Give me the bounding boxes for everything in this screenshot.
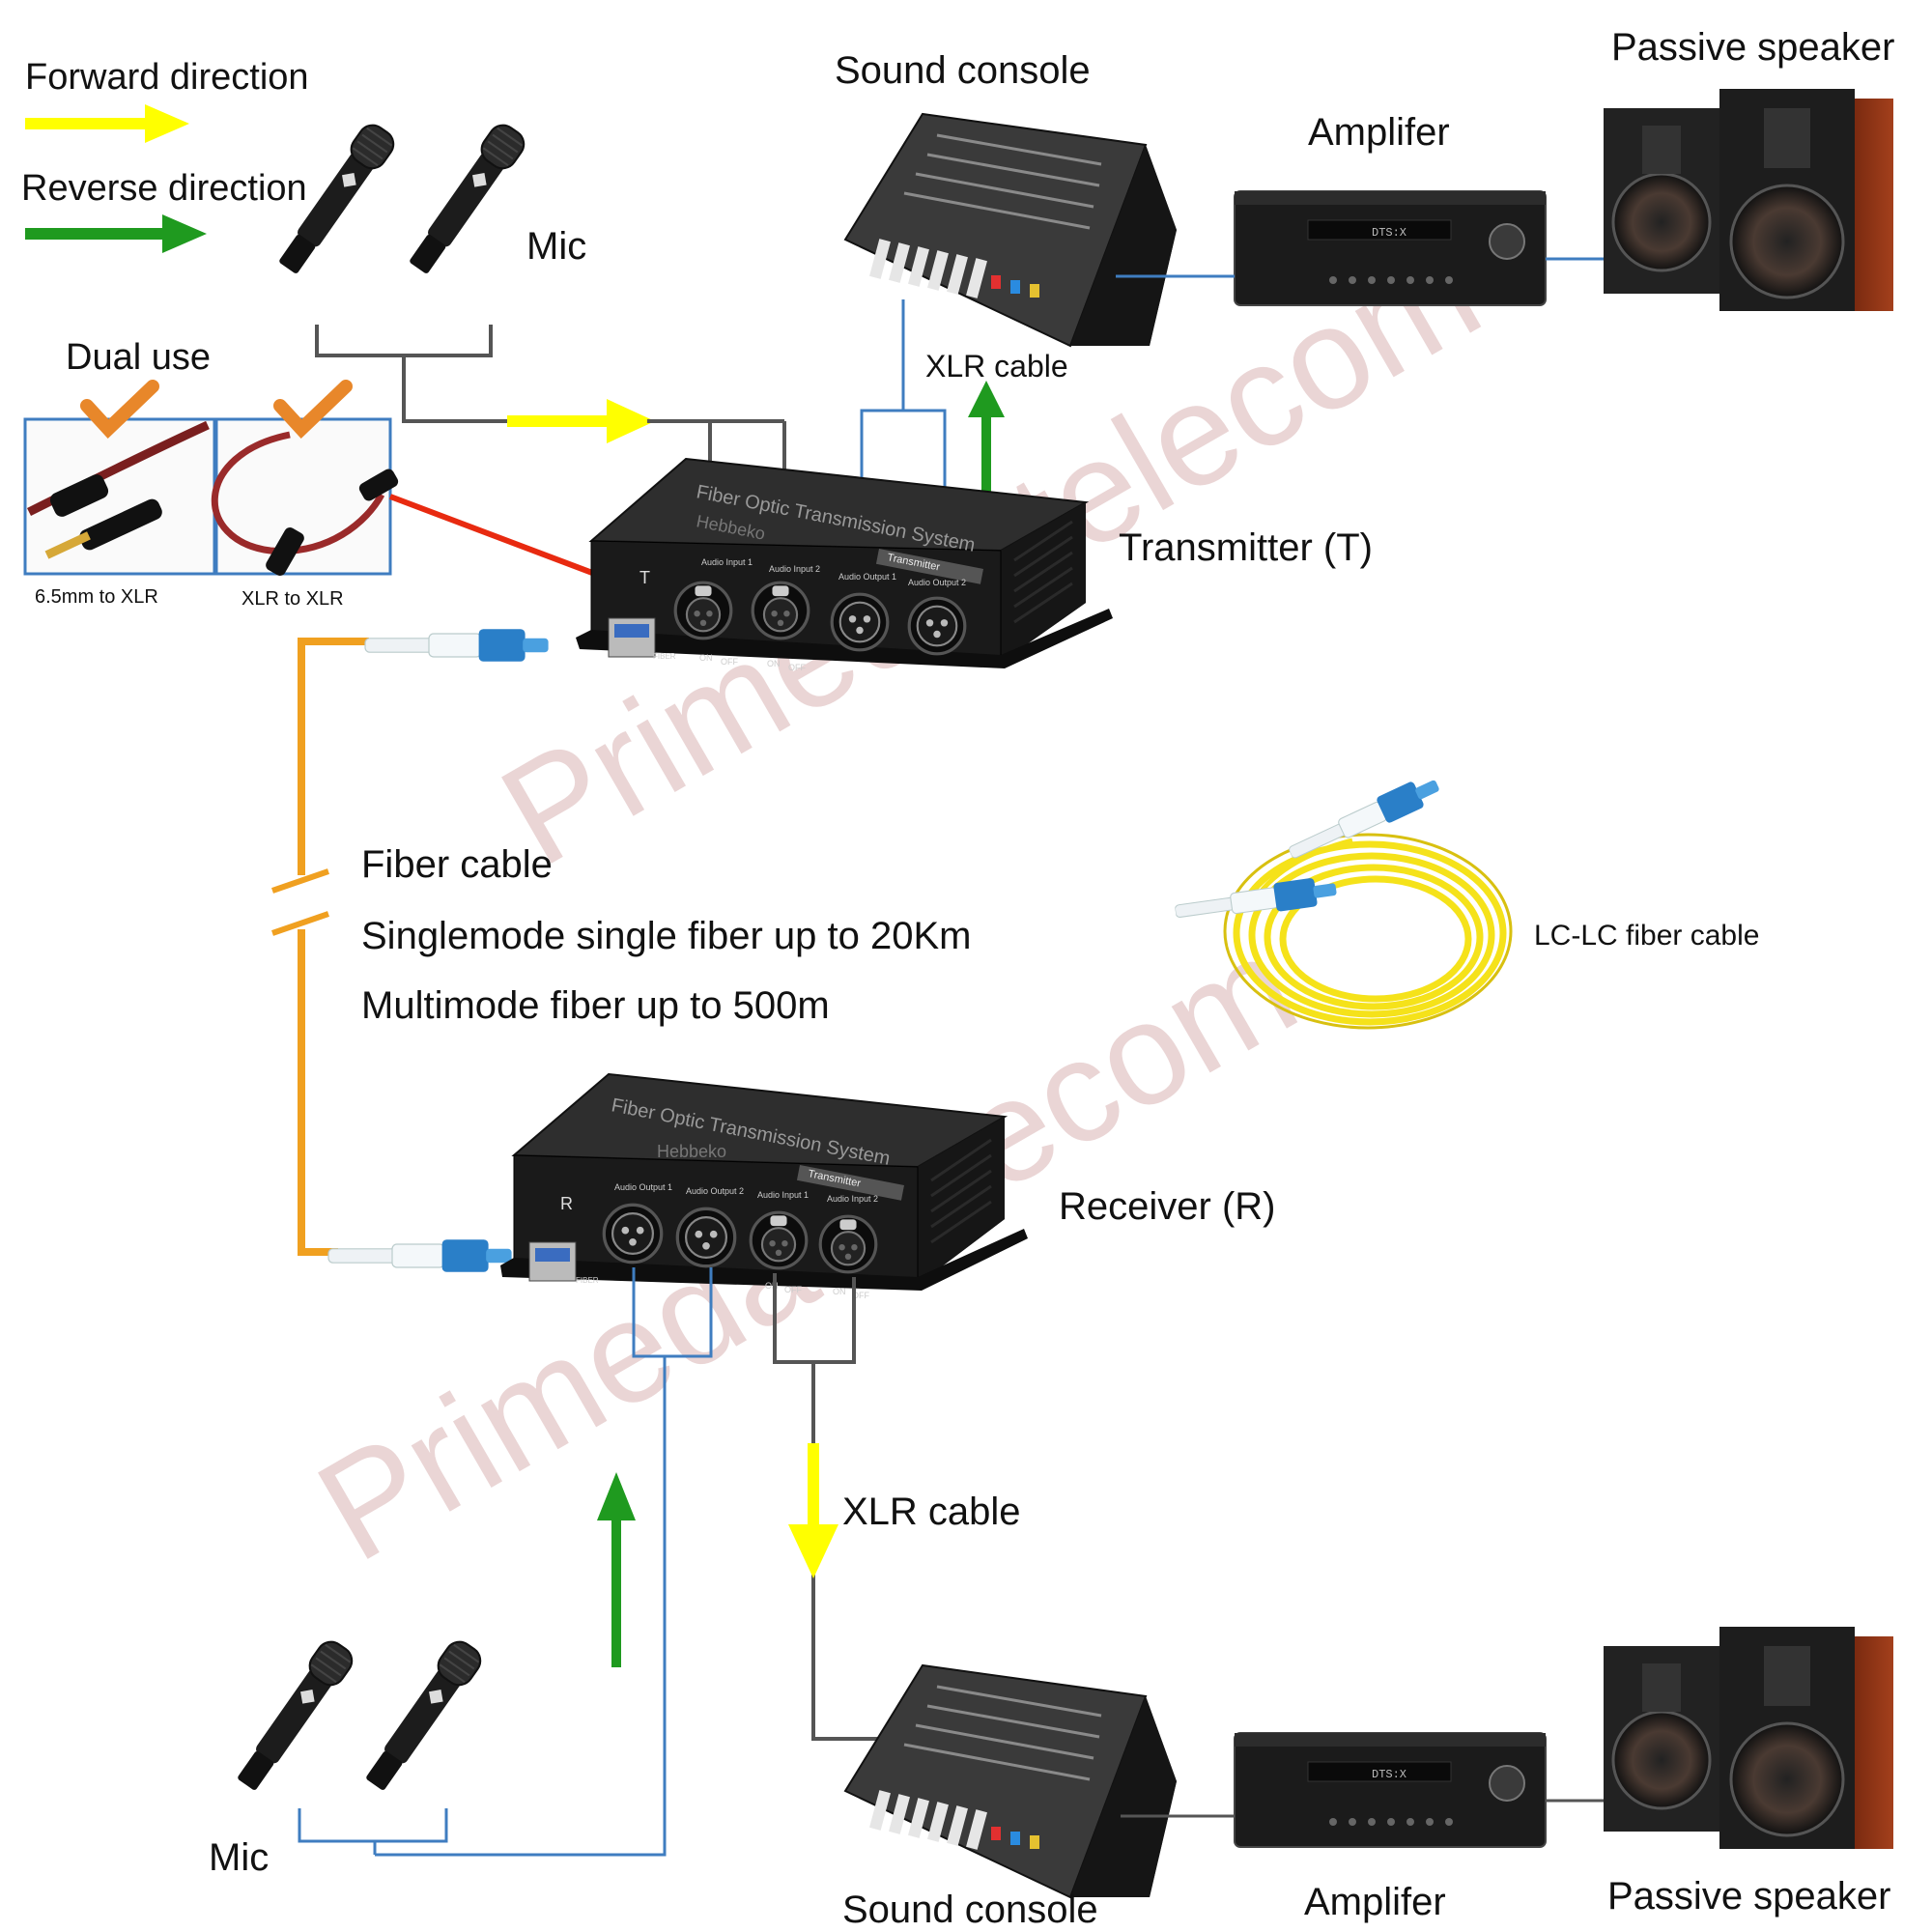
top-mic-label: Mic [526, 225, 586, 268]
svg-text:ON: ON [833, 1287, 846, 1296]
bottom-mics [229, 1634, 488, 1797]
watermark: Primeda-telecom Primeda-telecom [292, 208, 1505, 1591]
reverse-arrow-icon [25, 214, 207, 253]
top-mics: Mic [270, 118, 586, 280]
svg-text:Audio Output 1: Audio Output 1 [614, 1182, 672, 1192]
forward-arrow-icon [25, 104, 189, 143]
bottom-xlr-cable-label: XLR cable [842, 1491, 1021, 1533]
svg-text:FIBER: FIBER [653, 652, 676, 661]
receiver-mic-cables [375, 1267, 713, 1857]
transmitter-label: Transmitter (T) [1119, 526, 1373, 569]
cable-6-5mm-icon [26, 420, 210, 559]
audio-input-1-port [749, 1210, 809, 1270]
svg-text:ON: ON [767, 659, 781, 668]
svg-text:ON: ON [765, 1281, 779, 1291]
bottom-sound-console-icon [843, 1663, 1177, 1899]
checkmark-icon [80, 380, 159, 440]
audio-output-2-port [675, 1207, 737, 1268]
top-sound-console-label: Sound console [835, 49, 1091, 92]
fiber-port-icon [528, 1241, 577, 1282]
multimode-label: Multimode fiber up to 500m [361, 984, 830, 1027]
top-reverse-arrow [968, 381, 1005, 495]
bottom-amplifier-label: Amplifer [1304, 1881, 1446, 1923]
fiber-link [298, 638, 369, 1256]
top-amplifier-icon: DTS:X [1234, 190, 1547, 306]
microphone-icon [357, 1634, 488, 1797]
top-forward-arrow [507, 399, 655, 443]
top-mic-cable [315, 325, 517, 423]
dual-use-panel: Dual use 6.5mm to XLR XLR to XLR [23, 337, 399, 610]
lc-cable-label: LC-LC fiber cable [1534, 920, 1759, 952]
fiber-label: Fiber cable [361, 843, 553, 886]
svg-text:Audio Output 2: Audio Output 2 [686, 1186, 744, 1196]
svg-text:Audio Input 1: Audio Input 1 [757, 1190, 809, 1200]
bottom-forward-arrow [788, 1443, 838, 1578]
svg-text:OFF: OFF [721, 657, 738, 667]
legend: Forward direction Reverse direction [21, 57, 309, 253]
svg-text:DTS:X: DTS:X [1372, 1768, 1406, 1781]
singlemode-label: Singlemode single fiber up to 20Km [361, 915, 971, 957]
audio-input-2-port [818, 1214, 878, 1274]
svg-text:OFF: OFF [784, 1285, 802, 1294]
top-amplifier-label: Amplifer [1308, 111, 1450, 154]
svg-text:Audio Input 1: Audio Input 1 [701, 557, 753, 567]
transmitter-device: Fiber Optic Transmission System Hebbeko … [576, 457, 1113, 672]
top-speakers-icon [1604, 89, 1893, 311]
microphone-icon [229, 1634, 359, 1797]
microphone-icon [401, 118, 531, 280]
svg-text:Audio Output 2: Audio Output 2 [908, 578, 966, 587]
svg-text:ON: ON [699, 653, 713, 663]
audio-output-1-port [602, 1203, 664, 1264]
bottom-speakers-icon [1604, 1627, 1893, 1849]
legend-reverse-label: Reverse direction [21, 168, 307, 209]
lc-connector-icon [327, 1238, 513, 1273]
checkmark-icon [273, 380, 353, 440]
legend-forward-label: Forward direction [25, 57, 309, 98]
bottom-output-cables [1121, 1799, 1604, 1818]
bottom-sound-console-label: Sound console [842, 1889, 1098, 1931]
audio-output-1-port [830, 592, 890, 652]
svg-text:OFF: OFF [852, 1291, 869, 1300]
lc-connector-icon [364, 628, 550, 663]
fiber-break-icon [271, 868, 329, 936]
cable-xlr-icon [211, 431, 399, 576]
bottom-mic-label: Mic [209, 1836, 269, 1879]
svg-text:Hebbeko: Hebbeko [657, 1142, 726, 1161]
top-sound-console-icon [843, 112, 1177, 348]
svg-text:OFF: OFF [788, 663, 806, 672]
receiver-label: Receiver (R) [1059, 1185, 1275, 1228]
top-speaker-label: Passive speaker [1611, 26, 1894, 69]
tx-letter: T [639, 568, 650, 587]
bottom-reverse-arrow [597, 1472, 636, 1667]
bottom-speaker-label: Passive speaker [1607, 1875, 1890, 1918]
dual-use-title: Dual use [66, 337, 211, 378]
bottom-mic-cable [298, 1808, 448, 1855]
option2-label: XLR to XLR [242, 588, 344, 610]
svg-text:DTS:X: DTS:X [1372, 226, 1406, 240]
fiber-port-icon [608, 617, 656, 658]
svg-text:Audio Input 2: Audio Input 2 [769, 564, 820, 574]
audio-output-2-port [907, 596, 967, 656]
rx-letter: R [560, 1194, 573, 1213]
svg-text:FIBER: FIBER [576, 1276, 599, 1285]
option1-label: 6.5mm to XLR [35, 586, 158, 608]
top-xlr-cable-label: XLR cable [925, 349, 1068, 384]
svg-text:Audio Output 1: Audio Output 1 [838, 572, 896, 582]
audio-input-2-port [751, 581, 810, 640]
receiver-device: Fiber Optic Transmission System Hebbeko … [500, 1072, 1028, 1300]
bottom-amplifier-icon: DTS:X [1234, 1732, 1547, 1848]
lc-fiber-coil-icon [1223, 833, 1513, 1030]
audio-input-1-port [673, 581, 733, 640]
svg-text:Audio Input 2: Audio Input 2 [827, 1194, 878, 1204]
